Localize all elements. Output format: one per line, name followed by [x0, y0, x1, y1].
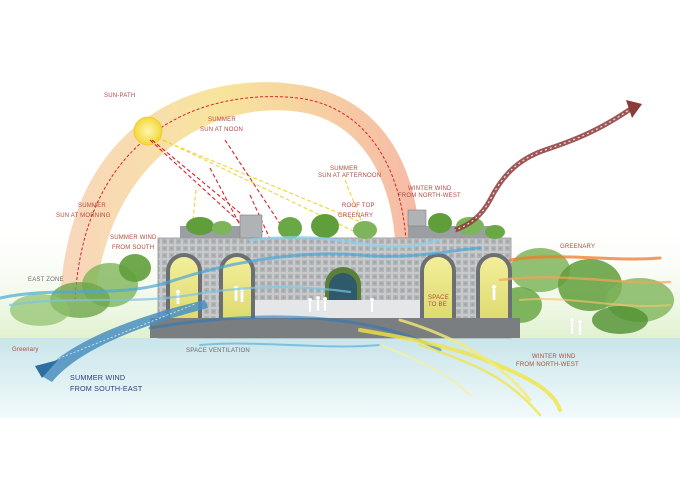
label-space-1: SPACE	[428, 295, 449, 301]
label-winter-wind-low-1: WINTER WIND	[532, 354, 576, 360]
water-plane	[0, 338, 680, 418]
label-east-zone: EAST ZONE	[28, 277, 64, 283]
label-summer-wind-se-2: FROM SOUTH-EAST	[70, 384, 143, 393]
label-summer-wind-south-2: FROM SOUTH	[112, 245, 154, 251]
label-winter-wind-nw-2: FROM NORTH-WEST	[398, 193, 461, 199]
courtyard-floor	[255, 300, 420, 318]
label-greenary-right: GREENARY	[560, 244, 595, 250]
label-summer-noon-1: SUMMER	[208, 117, 236, 123]
sun-icon	[133, 116, 163, 146]
wind-orange-ribbons	[498, 255, 672, 308]
winter-wind-yellow-ribbons	[358, 318, 562, 417]
label-winter-wind-nw-1: WINTER WIND	[408, 186, 452, 192]
plinth	[150, 318, 520, 338]
roof-top-greenery	[180, 209, 505, 239]
label-summer-morning-1: SUMMER	[78, 203, 106, 209]
label-summer-afternoon-2: SUN AT AFTERNOON	[318, 173, 381, 179]
sun-path-line	[74, 96, 407, 301]
winter-wind-north-west-ribbon	[454, 100, 642, 233]
label-greenary-left: Greenary	[12, 347, 39, 353]
label-sun-path: SUN-PATH	[104, 93, 135, 99]
diagram-labels: SUN-PATH SUMMER SUN AT NOON SUMMER SUN A…	[12, 93, 595, 393]
label-roof-top-2: GREENARY	[338, 213, 373, 219]
label-roof-top-1: ROOF TOP	[342, 203, 375, 209]
label-summer-afternoon-1: SUMMER	[330, 166, 358, 172]
label-space-2: TO BE	[428, 302, 447, 308]
label-summer-noon-2: SUN AT NOON	[200, 127, 243, 133]
label-summer-morning-2: SUN AT MORNING	[56, 213, 111, 219]
summer-wind-south-east-arrow	[35, 300, 208, 382]
label-winter-wind-low-2: FROM NORTH-WEST	[516, 362, 579, 368]
label-summer-wind-south-1: SUMMER WIND	[110, 235, 157, 241]
label-summer-wind-se-1: SUMMER WIND	[70, 373, 125, 382]
label-space-ventilation: SPACE VENTILATION	[186, 348, 250, 354]
